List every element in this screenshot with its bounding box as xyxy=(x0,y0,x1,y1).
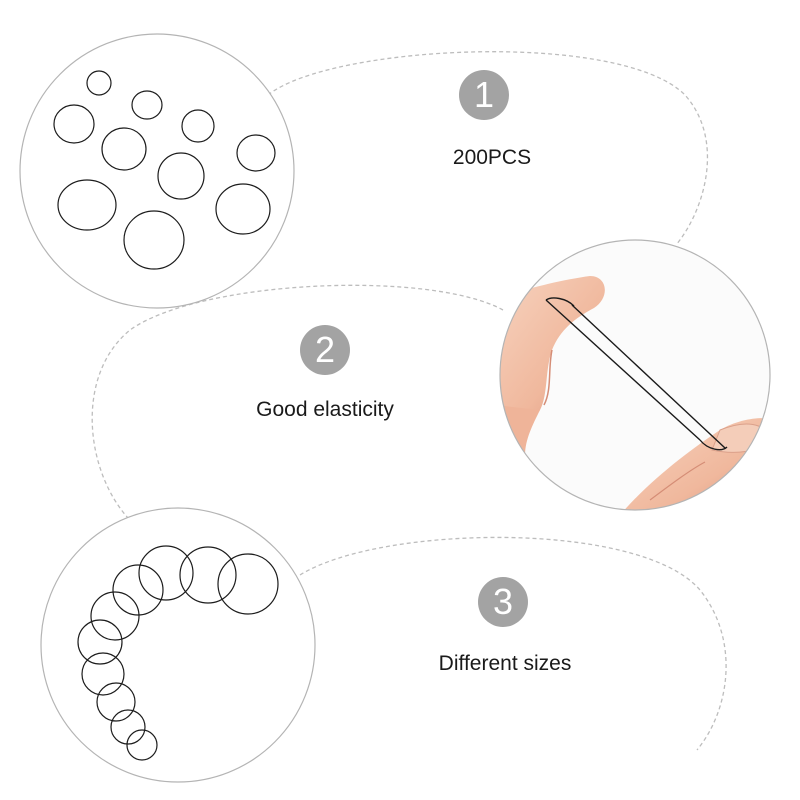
rubber-band xyxy=(131,90,163,120)
rubber-band xyxy=(90,591,140,641)
rubber-band xyxy=(81,652,125,696)
rubber-band xyxy=(236,134,276,172)
product-image-scattered-bands xyxy=(19,33,295,309)
rubber-band xyxy=(53,104,95,144)
rubber-band xyxy=(86,70,112,96)
product-image-stretched-band xyxy=(499,239,771,511)
rubber-band xyxy=(126,729,158,761)
rubber-band xyxy=(217,553,279,615)
step-badge-1: 1 xyxy=(459,70,509,120)
rubber-band xyxy=(77,619,123,665)
feature-label-sizes: Different sizes xyxy=(438,652,572,675)
rubber-band xyxy=(110,709,146,745)
feature-label-elasticity: Good elasticity xyxy=(256,398,394,421)
rubber-band xyxy=(96,682,136,722)
rubber-band xyxy=(157,152,205,200)
rubber-band xyxy=(181,109,215,143)
rubber-band xyxy=(57,179,117,231)
rubber-band xyxy=(138,545,194,601)
rubber-band xyxy=(123,210,185,270)
step-badge-2: 2 xyxy=(300,325,350,375)
feature-label-200pcs: 200PCS xyxy=(452,146,532,169)
dashed-outline-1 xyxy=(267,51,709,246)
product-image-size-arc xyxy=(40,507,316,783)
rubber-band xyxy=(101,127,147,171)
dashed-outline-2 xyxy=(91,284,504,519)
rubber-band xyxy=(215,183,271,235)
rubber-band xyxy=(112,564,164,616)
rubber-band xyxy=(179,546,237,604)
step-badge-3: 3 xyxy=(478,577,528,627)
dashed-outline-3 xyxy=(299,536,727,751)
